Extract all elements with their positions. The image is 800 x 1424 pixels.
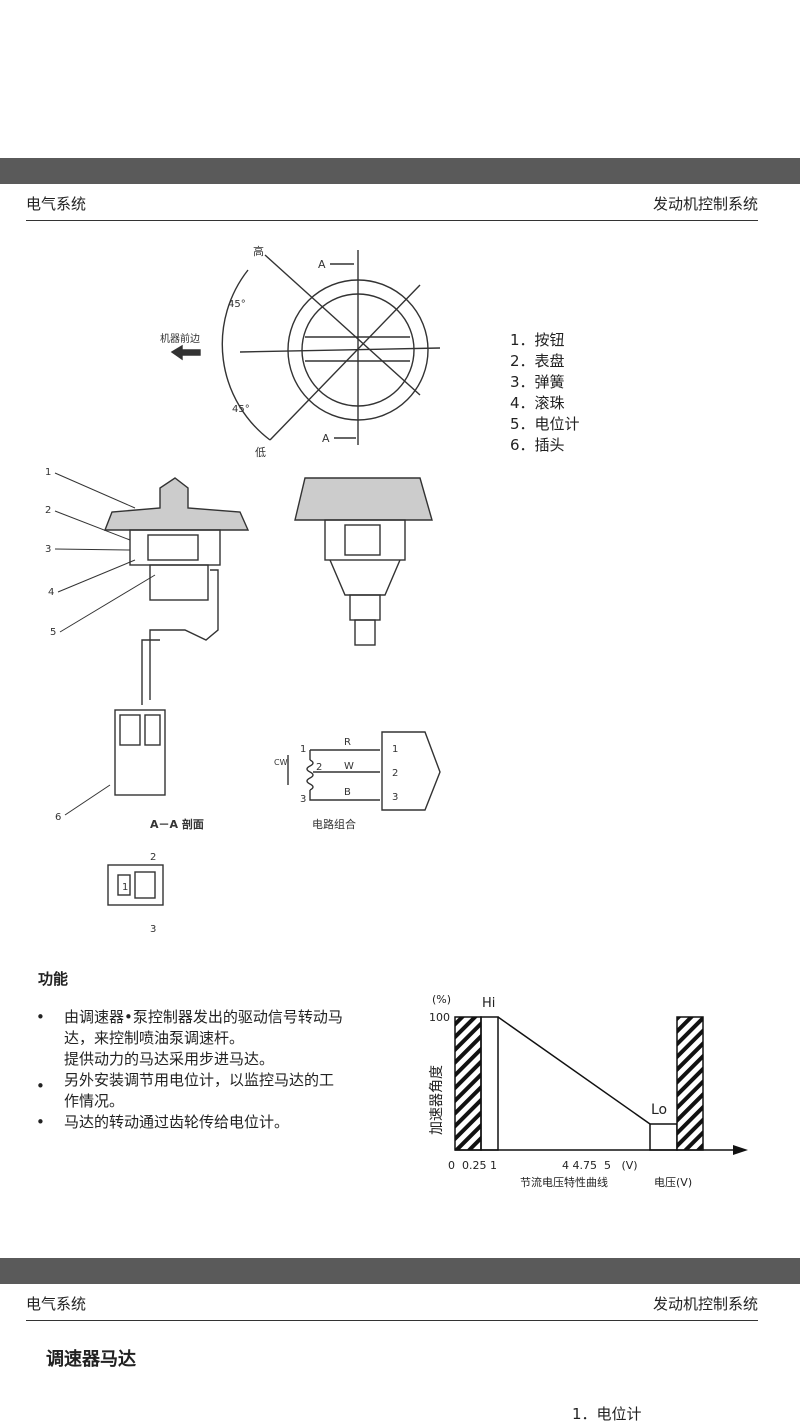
connector-label-2: 2 xyxy=(150,852,156,863)
callout-2: 2 xyxy=(45,505,51,516)
connector-pin-3: 3 xyxy=(392,792,398,803)
bullet-line: 马达的转动通过齿轮传给电位计。 xyxy=(64,1113,290,1131)
circuit-caption: 电路组合 xyxy=(312,817,356,831)
parts-legend: 1．按钮 2．表盘 3．弹簧 4．滚珠 5．电位计 6．插头 xyxy=(510,330,580,456)
x-ticks-left: 0 0.25 1 xyxy=(448,1159,497,1172)
high-label: 高 xyxy=(253,244,264,258)
header-right: 发动机控制系统 xyxy=(652,195,758,213)
page-separator xyxy=(0,158,800,184)
callout-6: 6 xyxy=(55,812,61,823)
dial-top-view xyxy=(221,250,441,445)
section-view xyxy=(103,477,250,796)
legend-item: 3．弹簧 xyxy=(510,373,565,391)
hi-label: Hi xyxy=(482,996,495,1011)
callout-3: 3 xyxy=(45,544,51,555)
y-axis-label: 加速器角度 xyxy=(429,1065,445,1135)
potentiometer-figure: 高 低 45° 45° 机器前边 A A 1 2 3 4 5 6 A－A 剖面 xyxy=(45,244,441,935)
page-title: 调速器马达 xyxy=(46,1349,136,1370)
bullet-line: 达，来控制喷油泵调速杆。 xyxy=(64,1029,245,1047)
wire-label-r: R xyxy=(344,737,351,748)
bullet-line: 提供动力的马达采用步进马达。 xyxy=(64,1050,275,1068)
bullet-line: 由调速器•泵控制器发出的驱动信号转动马 xyxy=(64,1008,343,1026)
side-view xyxy=(294,477,433,646)
section-mark-top: A xyxy=(318,258,326,271)
graph-caption: 节流电压特性曲线 xyxy=(520,1175,608,1189)
legend-item: 2．表盘 xyxy=(510,352,565,370)
bullet-line: 作情况。 xyxy=(64,1092,125,1110)
front-arrow-icon xyxy=(170,344,201,361)
hatched-zone-low xyxy=(454,1016,482,1151)
bullet-item: • 另外安装调节用电位计，以监控马达的工 作情况。 xyxy=(36,1070,406,1112)
low-label: 低 xyxy=(255,446,266,459)
header-right: 发动机控制系统 xyxy=(652,1295,758,1313)
angle-top-label: 45° xyxy=(228,299,246,310)
cw-label: CW xyxy=(274,758,288,767)
legend-item: 6．插头 xyxy=(510,436,565,454)
connector-label-3: 3 xyxy=(150,924,156,935)
header-left: 电气系统 xyxy=(26,1295,87,1313)
callout-4: 4 xyxy=(48,587,54,598)
callout-5: 5 xyxy=(50,627,56,638)
x-axis-label: 电压(V) xyxy=(654,1176,692,1189)
pin-label-2: 2 xyxy=(316,762,322,773)
y-unit: (%) xyxy=(432,993,451,1006)
wire-label-b: B xyxy=(344,787,351,798)
connector-view xyxy=(107,864,164,906)
connector-pin-1: 1 xyxy=(392,744,398,755)
page-header: 电气系统 发动机控制系统 xyxy=(26,1284,758,1321)
section-caption: A－A 剖面 xyxy=(150,817,204,831)
page-separator xyxy=(0,1258,800,1284)
pin-label-1: 1 xyxy=(300,744,306,755)
lo-label: Lo xyxy=(651,1102,667,1118)
hatched-zone-high xyxy=(676,1016,704,1151)
callout-1: 1 xyxy=(45,467,51,478)
header-left: 电气系统 xyxy=(26,195,87,213)
legend-item: 5．电位计 xyxy=(510,415,580,433)
bullet-item: • 马达的转动通过齿轮传给电位计。 xyxy=(36,1112,406,1133)
throttle-voltage-graph: (%) 100 Hi Lo 0 0.25 1 4 4.75 5 (V) 节流电压… xyxy=(429,993,748,1189)
wire-label-w: W xyxy=(344,761,354,772)
y-tick-100: 100 xyxy=(429,1011,450,1024)
angle-bottom-label: 45° xyxy=(232,404,250,415)
hi-zone xyxy=(480,1016,499,1151)
connector-pin-2: 2 xyxy=(392,768,398,779)
legend-item: 1．电位计 xyxy=(572,1405,642,1423)
x-axis-arrow-icon xyxy=(733,1145,748,1155)
bullet-line: 另外安装调节用电位计，以监控马达的工 xyxy=(64,1071,335,1089)
section-title: 功能 xyxy=(38,970,69,988)
circuit-diagram xyxy=(287,731,441,811)
front-label: 机器前边 xyxy=(160,332,200,345)
pin-label-3: 3 xyxy=(300,794,306,805)
lo-zone xyxy=(649,1123,678,1151)
connector-label-1: 1 xyxy=(122,882,128,893)
characteristic-line xyxy=(497,1016,651,1125)
legend-item: 1．按钮 xyxy=(510,331,565,349)
page-header: 电气系统 发动机控制系统 xyxy=(26,184,758,221)
bullet-item: • 由调速器•泵控制器发出的驱动信号转动马 达，来控制喷油泵调速杆。 提供动力的… xyxy=(36,1007,406,1070)
function-list: • 由调速器•泵控制器发出的驱动信号转动马 达，来控制喷油泵调速杆。 提供动力的… xyxy=(36,1007,406,1133)
legend-item: 4．滚珠 xyxy=(510,394,565,412)
section-mark-bottom: A xyxy=(322,432,330,445)
x-ticks-right: 4 4.75 5 (V) xyxy=(562,1159,638,1172)
